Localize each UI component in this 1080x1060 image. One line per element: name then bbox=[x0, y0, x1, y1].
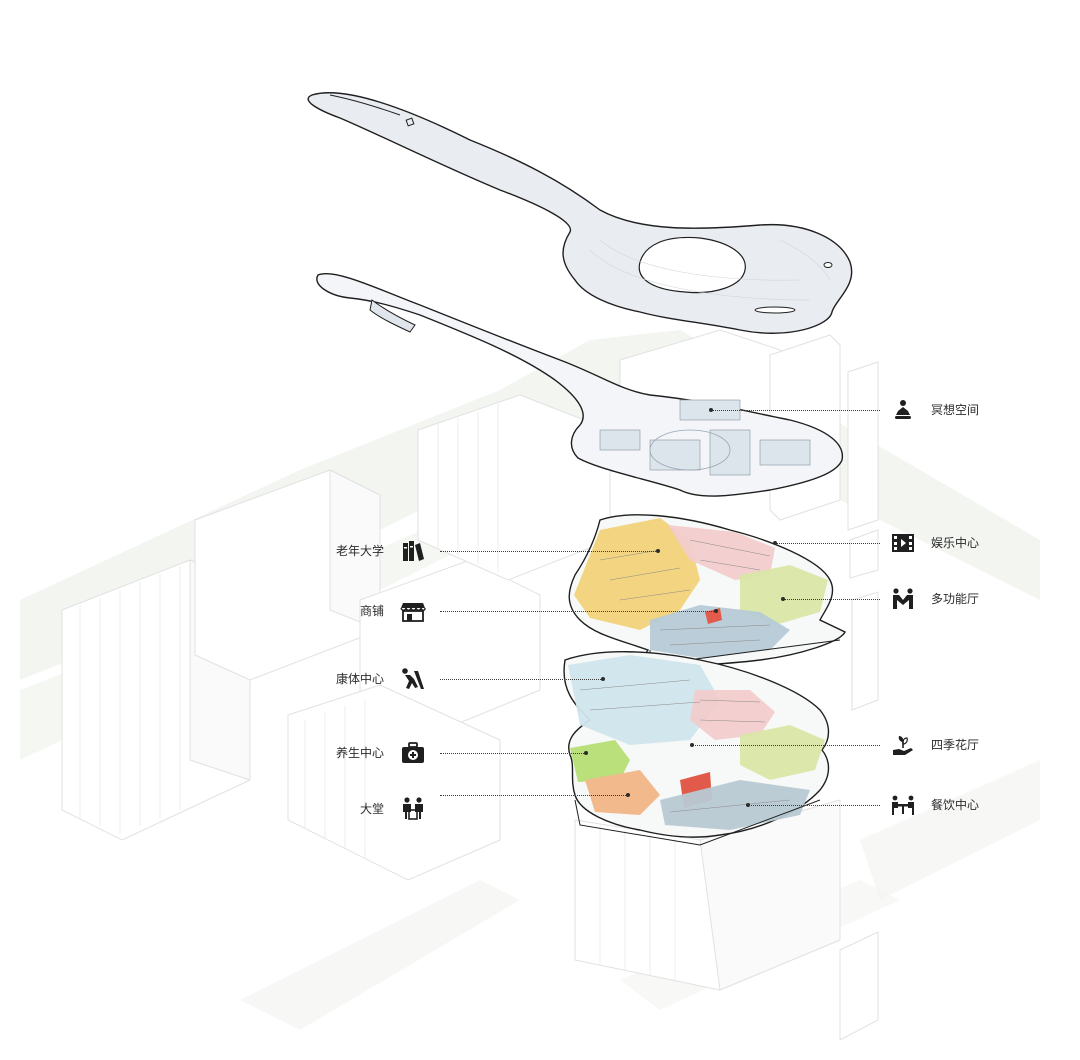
leader-line-fitness bbox=[440, 679, 603, 680]
leader-dot-meditation bbox=[709, 408, 713, 412]
leader-line-university bbox=[440, 551, 658, 552]
label-fitness-center: 康体中心 bbox=[335, 672, 384, 686]
label-senior-university: 老年大学 bbox=[335, 544, 384, 558]
medical-kit-icon bbox=[402, 742, 424, 763]
leader-line-lobby bbox=[440, 795, 628, 796]
label-multipurpose-hall: 多功能厅 bbox=[931, 592, 980, 606]
leader-dot-university bbox=[656, 549, 660, 553]
shop-awning-icon bbox=[400, 603, 426, 622]
leader-dot-fitness bbox=[601, 677, 605, 681]
roof-canopy bbox=[307, 92, 853, 334]
leader-dot-garden bbox=[690, 743, 694, 747]
leader-line-dining bbox=[749, 805, 880, 806]
people-pair-icon bbox=[893, 588, 913, 609]
leader-line-meditation bbox=[712, 410, 880, 411]
residential-blocks bbox=[61, 329, 879, 1041]
lower-floor bbox=[563, 651, 830, 846]
leader-dot-shops bbox=[714, 609, 718, 613]
leader-dot-dining bbox=[746, 803, 750, 807]
exercise-icon bbox=[402, 668, 424, 689]
middle-floor bbox=[568, 514, 846, 669]
label-lobby: 大堂 bbox=[359, 802, 384, 816]
plant-hand-icon bbox=[893, 736, 913, 755]
leader-line-entertainment bbox=[776, 543, 880, 544]
label-wellness-center: 养生中心 bbox=[335, 746, 384, 760]
film-icon bbox=[892, 534, 914, 552]
label-shops: 商铺 bbox=[359, 604, 384, 618]
leader-dot-lobby bbox=[626, 793, 630, 797]
dining-table-icon bbox=[892, 795, 914, 815]
leader-dot-wellness bbox=[584, 751, 588, 755]
leader-dot-multipurpose bbox=[781, 597, 785, 601]
books-icon bbox=[403, 541, 424, 561]
leader-dot-entertainment bbox=[773, 541, 777, 545]
label-entertainment-center: 娱乐中心 bbox=[931, 536, 980, 550]
leader-line-shops bbox=[440, 611, 716, 612]
meditation-icon bbox=[895, 400, 911, 419]
leader-line-garden bbox=[693, 745, 880, 746]
leader-line-multipurpose bbox=[784, 599, 880, 600]
leader-line-wellness bbox=[440, 753, 586, 754]
label-dining-center: 餐饮中心 bbox=[931, 798, 980, 812]
reception-icon bbox=[403, 797, 423, 820]
label-four-seasons-hall: 四季花厅 bbox=[931, 738, 980, 752]
label-meditation-space: 冥想空间 bbox=[931, 403, 980, 417]
